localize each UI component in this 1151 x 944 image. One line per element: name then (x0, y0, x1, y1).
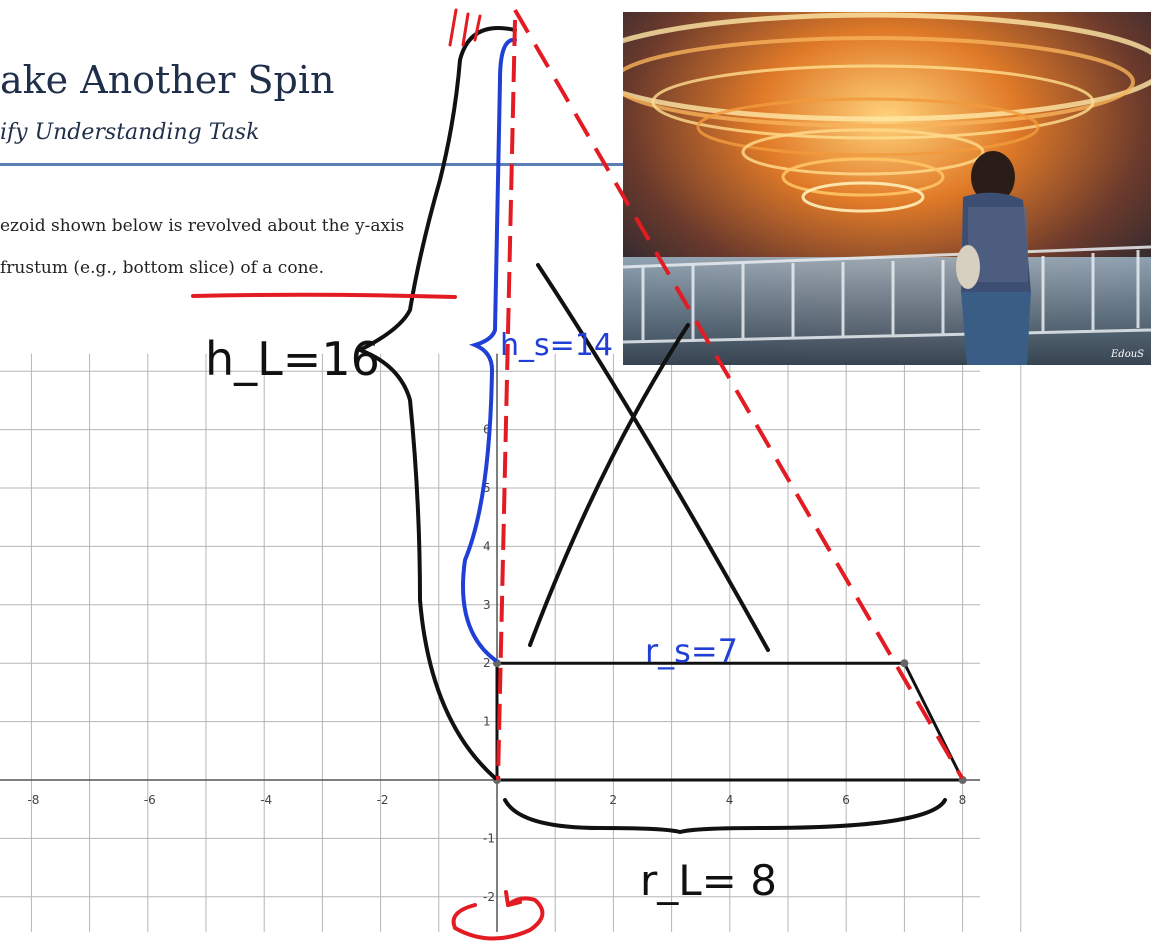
x-tick-label: -4 (260, 793, 272, 807)
task-text-line-1: ezoid shown below is revolved about the … (0, 216, 405, 236)
radius-large-brace (503, 798, 947, 835)
page-subtitle: ify Understanding Task (0, 120, 260, 145)
height-small-brace (461, 37, 517, 662)
page-title: ake Another Spin (0, 58, 335, 102)
cross-stroke-2 (528, 323, 690, 647)
rotation-arrow (451, 896, 545, 941)
y-tick-label: 4 (483, 539, 491, 553)
x-tick-label: 4 (726, 793, 734, 807)
apex-marks (448, 8, 482, 47)
x-tick-label: -2 (377, 793, 389, 807)
cross-stroke-1 (536, 263, 770, 652)
y-tick-label: 1 (483, 715, 491, 729)
label-large-height: h_L=16 (205, 332, 380, 386)
trapezoid-vertex (900, 659, 909, 668)
axis-of-revolution (496, 19, 517, 781)
y-tick-label: 3 (483, 598, 491, 612)
label-small-radius: r_s=7 (645, 632, 738, 670)
y-tick-label: 5 (483, 481, 491, 495)
x-tick-label: 2 (609, 793, 617, 807)
x-tick-label: -6 (144, 793, 156, 807)
height-large-brace (355, 26, 517, 780)
y-tick-label: 6 (483, 423, 491, 437)
label-small-height: h_s=14 (500, 328, 613, 363)
x-tick-label: 8 (959, 793, 967, 807)
label-large-radius: r_L= 8 (640, 856, 777, 905)
x-tick-label: -8 (27, 793, 39, 807)
y-tick-label: -2 (483, 890, 495, 904)
carousel-photo: EdouS (623, 12, 1151, 365)
y-tick-label: 2 (483, 656, 491, 670)
task-text-line-2: frustum (e.g., bottom slice) of a cone. (0, 258, 324, 278)
underline-mark (191, 292, 457, 299)
cone-slant-line (513, 8, 964, 780)
x-tick-label: 6 (842, 793, 850, 807)
y-tick-label: -1 (483, 831, 495, 845)
header-rule (0, 163, 625, 166)
photo-credit: EdouS (1110, 349, 1144, 360)
